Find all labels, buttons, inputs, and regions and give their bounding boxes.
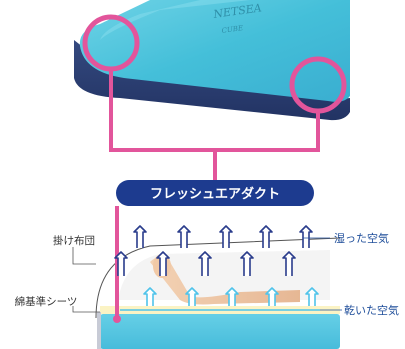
humid-air-arrow	[259, 225, 273, 248]
humid-air-arrow	[240, 251, 254, 276]
badge-label: フレッシュエアダクト	[150, 186, 280, 202]
mattress-product-photo: NETSEA CUBE	[74, 0, 350, 121]
sheet-label: 綿基準シーツ	[15, 295, 78, 308]
mattress-side-base	[74, 40, 350, 121]
humid-air-arrow	[198, 251, 212, 276]
sheet-leader	[72, 306, 100, 313]
mattress-layer	[100, 314, 340, 349]
label-leader-lines	[72, 237, 342, 313]
badge-pill	[116, 180, 314, 206]
dry-air-arrows	[120, 287, 320, 311]
fresh-air-duct-badge: フレッシュエアダクト	[116, 180, 314, 206]
humid-air-arrow	[156, 251, 170, 276]
humid-air-arrow	[299, 225, 313, 248]
dry-air-arrow	[265, 287, 279, 306]
mattress-top-highlight	[100, 0, 250, 40]
duct-entry-point	[113, 315, 121, 323]
blanket-label: 掛け布団	[53, 234, 95, 247]
humid-air-arrow	[133, 225, 147, 248]
dry-air-arrow	[143, 287, 157, 306]
mattress-side-edge	[97, 312, 101, 349]
brand-sub-lettering: CUBE	[221, 24, 243, 35]
humid-air-arrow	[282, 251, 296, 276]
dry-air-label: 乾いた空気	[344, 303, 399, 317]
dry-air-arrow	[185, 287, 199, 306]
dry-air-arrow	[305, 287, 319, 306]
vent-highlight-callout	[82, 14, 347, 182]
humid-air-arrow	[114, 251, 128, 276]
blanket-outline	[95, 237, 341, 319]
humid-air-arrow	[177, 225, 191, 248]
dry-air-arrow	[225, 287, 239, 306]
callout-connector	[109, 69, 320, 182]
mattress-top-surface	[79, 0, 350, 102]
humid-air-arrow	[219, 225, 233, 248]
humid-air-label: 湿った空気	[334, 231, 389, 245]
blanket-leader	[72, 247, 96, 265]
humid-air-arrows	[114, 225, 313, 276]
bed-cross-section	[95, 206, 341, 349]
